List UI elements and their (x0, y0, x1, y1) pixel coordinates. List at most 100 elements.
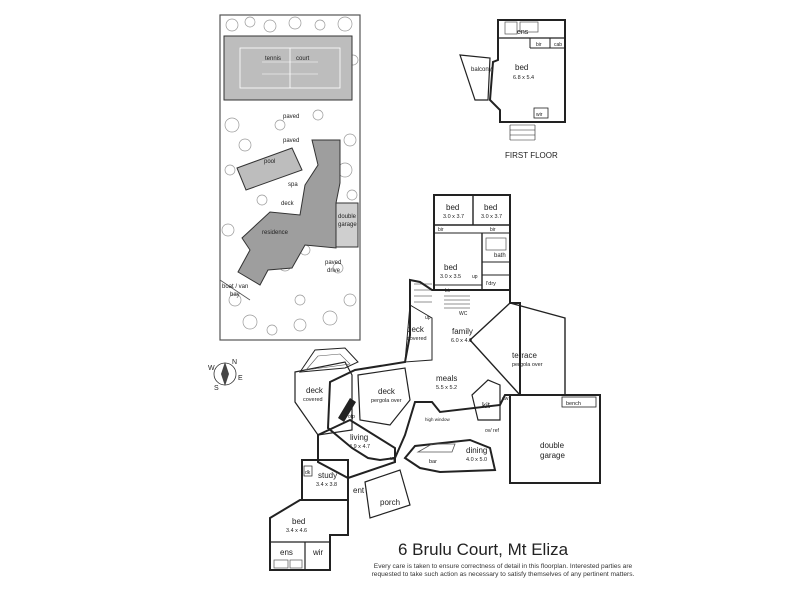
compass-arrow-icon (221, 362, 229, 386)
study-label: study (318, 471, 337, 480)
living-label: living (350, 433, 368, 442)
first-floor-caption: FIRST FLOOR (505, 151, 558, 160)
balcony (459, 54, 491, 101)
family-dims: 6.0 x 4.0 (451, 338, 472, 344)
residence-footprint (237, 139, 341, 286)
deck-left-label: deck (306, 386, 324, 395)
deck-site-label: deck (281, 201, 295, 207)
deck-covered-sub: covered (407, 336, 427, 342)
ff-bed-label: bed (515, 63, 528, 72)
compass-s: S (214, 385, 219, 392)
disclaimer: Every care is taken to ensure correctnes… (371, 563, 635, 578)
pool (236, 147, 303, 191)
compass-w: W (208, 365, 215, 372)
bed3-dims: 3.0 x 3.5 (440, 274, 461, 280)
kitchen (471, 379, 501, 421)
court-label: court (296, 56, 310, 62)
wc-label: WC (459, 311, 468, 317)
bir1-label: bir (438, 227, 444, 233)
ff-cab-label: cab (554, 42, 562, 48)
site-plan: tennis court paved pool paved spa deck r… (219, 14, 361, 341)
porch (364, 469, 411, 519)
double-site-label: double (338, 214, 357, 220)
ground-floor-plan: bed 3.0 x 3.7 bed 3.0 x 3.7 bir bir bed … (269, 194, 601, 571)
bar-label: bar (429, 459, 437, 465)
paved-label-mid: paved (283, 138, 299, 144)
residence-label: residence (262, 230, 289, 236)
garage-double-label: double (540, 441, 565, 450)
ovref-label: ov/ ref (485, 428, 500, 434)
ofp-label: ofp (348, 414, 355, 420)
ff-bed-dims: 6.8 x 5.4 (513, 75, 534, 81)
living-room (317, 418, 396, 480)
compass-e: E (238, 375, 243, 382)
garage-site-label: garage (338, 222, 357, 228)
dw-label: dw (502, 396, 509, 402)
ff-stairs (509, 124, 536, 141)
ff-balcony-label: balcony (471, 67, 492, 73)
ff-bir-label: bir (536, 42, 542, 48)
boat-label-2: bay (230, 292, 240, 298)
bed3-label: bed (444, 263, 457, 272)
bed4-dims: 3.4 x 4.6 (286, 528, 307, 534)
garage-label: garage (540, 451, 565, 460)
first-floor-plan: ens bir cab balcony bed 6.8 x 5.4 wir FI… (459, 19, 566, 160)
pool-label: pool (264, 159, 275, 165)
ens-label: ens (280, 548, 293, 557)
fireplace (338, 398, 356, 422)
compass: N S E W (208, 359, 243, 392)
wir-label: wir (312, 548, 324, 557)
deck-left-sub: covered (303, 397, 323, 403)
deck-pergola (357, 367, 411, 426)
kit-label: kit (482, 401, 491, 410)
up3-label: up (390, 456, 396, 462)
meals-label: meals (436, 374, 457, 383)
meals-dims: 5.5 x 5.2 (436, 385, 457, 391)
deck-covered-area (404, 304, 433, 363)
bed4-label: bed (292, 517, 305, 526)
paved-label-top: paved (283, 114, 299, 120)
terrace-label: terrace (512, 351, 537, 360)
ground-stairs (414, 283, 470, 309)
address-title: 6 Brulu Court, Mt Eliza (398, 540, 569, 559)
first-floor-outline (488, 19, 566, 123)
ldry-label: l'dry (486, 281, 496, 287)
ff-ens-label: ens (517, 29, 529, 36)
paved-drive-label-2: drive (327, 268, 341, 274)
porch-label: porch (380, 498, 400, 507)
dining-room (403, 438, 497, 474)
bath-label: bath (494, 253, 506, 259)
double-garage-site (335, 202, 359, 248)
bed1-dims: 3.0 x 3.7 (443, 214, 464, 220)
dining-label: dining (466, 446, 487, 455)
deck-pergola-label: deck (378, 387, 396, 396)
boat-label-1: boat / van (222, 284, 248, 290)
terrace-sub: pergola over (512, 362, 543, 368)
bench-label: bench (566, 401, 581, 407)
tennis-court (223, 35, 353, 101)
bir2-label: bir (490, 227, 496, 233)
up1-label: up (472, 274, 478, 280)
dk-label: dk (305, 470, 311, 476)
ff-wir-label: wir (536, 112, 543, 118)
family-label: family (452, 327, 473, 336)
study-dims: 3.4 x 3.8 (316, 482, 337, 488)
deck-pergola-sub: pergola over (371, 398, 402, 404)
dining-dims: 4.0 x 5.0 (466, 457, 487, 463)
paved-drive-label-1: paved (325, 260, 341, 266)
living-dims: 4.9 x 4.7 (349, 444, 370, 450)
bed1-label: bed (446, 203, 459, 212)
deck-left (294, 361, 353, 436)
up2-label: up (425, 315, 431, 321)
tennis-label: tennis (265, 56, 281, 62)
terrace (469, 302, 566, 396)
master-bedroom (269, 499, 349, 571)
ent-label: ent (353, 486, 365, 495)
deck-covered-label: deck (407, 325, 425, 334)
site-boundary (219, 14, 361, 341)
compass-n: N (232, 359, 237, 366)
double-garage (509, 394, 601, 484)
main-house-outline (326, 278, 521, 462)
bed2-dims: 3.0 x 3.7 (481, 214, 502, 220)
